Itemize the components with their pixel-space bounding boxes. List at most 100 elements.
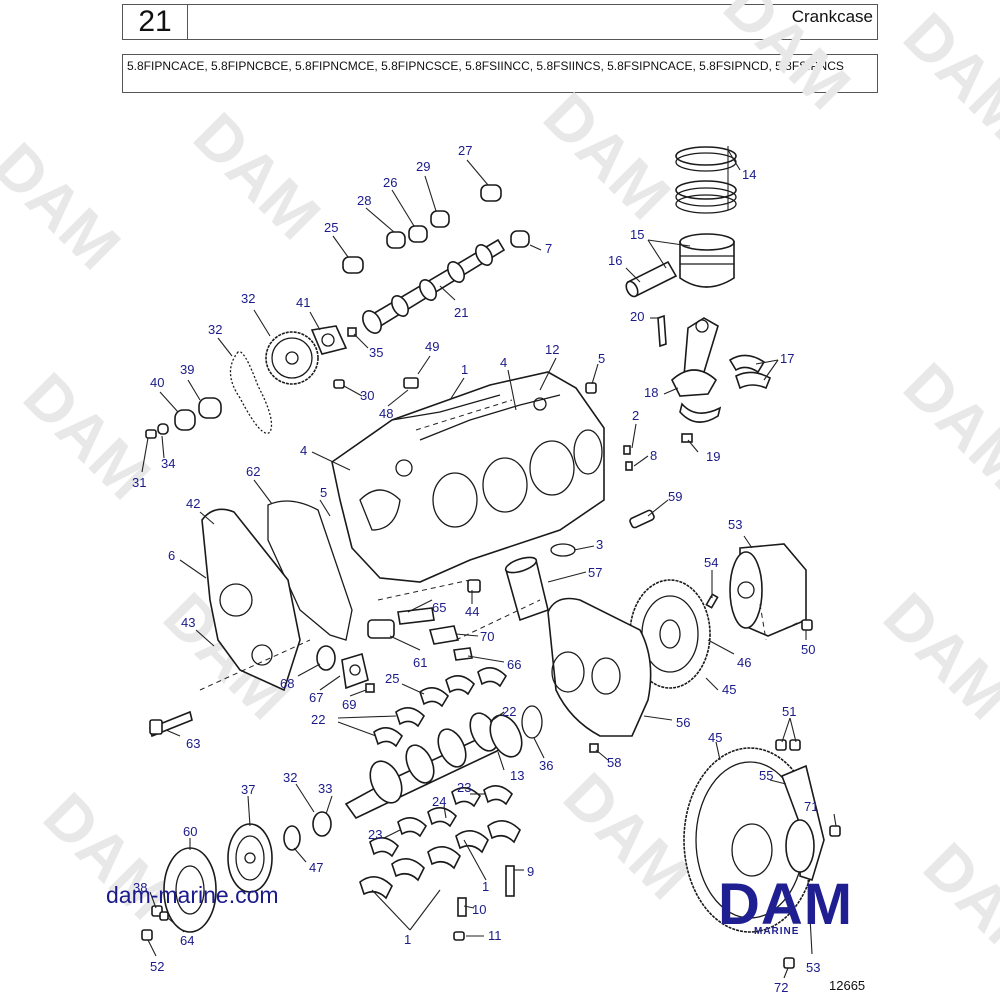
callout-53b: 53 [806,960,820,975]
callout-33: 33 [318,781,332,796]
drive-coupler [729,543,807,637]
callout-10: 10 [472,902,486,917]
watermark-text: DAM [870,579,1000,733]
callout-45: 45 [722,682,736,697]
callout-11: 11 [488,928,502,943]
idler-bearings [174,397,222,431]
callout-36: 36 [539,758,553,773]
callout-69: 69 [342,697,356,712]
callout-70: 70 [480,629,494,644]
rod-bearings [728,354,772,390]
main-bearings-lower [359,785,521,900]
callout-13: 13 [510,768,524,783]
callout-14: 14 [742,167,756,182]
callout-16: 16 [608,253,622,268]
oil-filter [504,556,549,622]
callout-66: 66 [507,657,521,672]
assembly-lines [199,399,805,691]
callout-15: 15 [630,227,644,242]
callout-52: 52 [150,959,164,974]
callout-20: 20 [630,309,644,324]
callout-12: 12 [545,342,559,357]
callout-25b: 25 [385,671,399,686]
callout-8: 8 [650,448,657,463]
callout-7: 7 [545,241,552,256]
seal-ring [550,543,576,557]
bolt-63 [149,710,193,738]
callout-47: 47 [309,860,323,875]
watermark-text: DAM [710,0,864,123]
watermark-text: DAM [0,129,134,283]
crank-sprocket [312,811,332,837]
oil-pressure-sender [367,607,435,639]
watermark-text: DAM [530,79,684,233]
callout-72: 72 [774,980,788,995]
callout-48: 48 [379,406,393,421]
callout-9: 9 [527,864,534,879]
callout-63: 63 [186,736,200,751]
callout-34: 34 [161,456,175,471]
brand-logo-text: DAM [718,872,853,937]
callout-4b: 4 [300,443,307,458]
callout-4: 4 [500,355,507,370]
brand-subtitle: MARINE [754,926,800,937]
camshaft-bearings [342,184,530,274]
timing-cover [201,508,301,692]
callout-61: 61 [413,655,427,670]
callout-29: 29 [416,159,430,174]
cam-sprocket [265,331,319,385]
callout-40: 40 [150,375,164,390]
rear-seal [521,705,543,739]
callout-57: 57 [588,565,602,580]
callout-51: 51 [782,704,796,719]
bracket [780,764,825,882]
figure-number: 12665 [829,978,866,993]
callout-23: 23 [457,780,471,795]
callout-53: 53 [728,517,742,532]
front-seal [316,645,336,671]
callout-30: 30 [360,388,374,403]
callout-25: 25 [324,220,338,235]
callout-22b: 22 [502,704,516,719]
callout-32b: 32 [208,322,222,337]
callout-60: 60 [183,824,197,839]
callout-24: 24 [432,794,446,809]
callout-22: 22 [311,712,325,727]
callout-1b: 1 [482,879,489,894]
callout-1: 1 [461,362,468,377]
callout-21: 21 [454,305,468,320]
thrust-plate [310,325,348,355]
callout-26: 26 [383,175,397,190]
callout-5: 5 [598,351,605,366]
fasteners [141,327,841,969]
connecting-rod [657,314,722,423]
piston [679,233,735,288]
callout-38: 38 [133,880,147,895]
main-bearings-upper [373,667,508,748]
watermark-text: DAM [910,829,1000,983]
watermark-text: DAM [890,349,1000,503]
engine-block [331,371,605,583]
callout-27: 27 [458,143,472,158]
flywheel-housing [547,597,652,737]
crank-seal [283,825,301,851]
callout-35: 35 [369,345,383,360]
callout-65: 65 [432,600,446,615]
section-number: 21 [123,5,188,39]
callout-5b: 5 [320,485,327,500]
section-title: Crankcase [791,7,873,26]
callout-28: 28 [357,193,371,208]
callout-64: 64 [180,933,194,948]
section-header: 21 Crankcase [122,4,878,40]
callout-31: 31 [132,475,146,490]
callout-labels: 27 29 26 28 25 7 21 14 15 16 20 17 18 19… [132,143,820,995]
piston-pin [625,260,678,298]
callout-43: 43 [181,615,195,630]
callout-54: 54 [704,555,718,570]
model-list: 5.8FIPNCACE, 5.8FIPNCBCE, 5.8FIPNCMCE, 5… [122,54,878,93]
callout-46: 46 [737,655,751,670]
callout-41: 41 [296,295,310,310]
callout-42: 42 [186,496,200,511]
website-label: dam-marine.com [106,882,279,908]
crank-pulley [163,847,217,933]
